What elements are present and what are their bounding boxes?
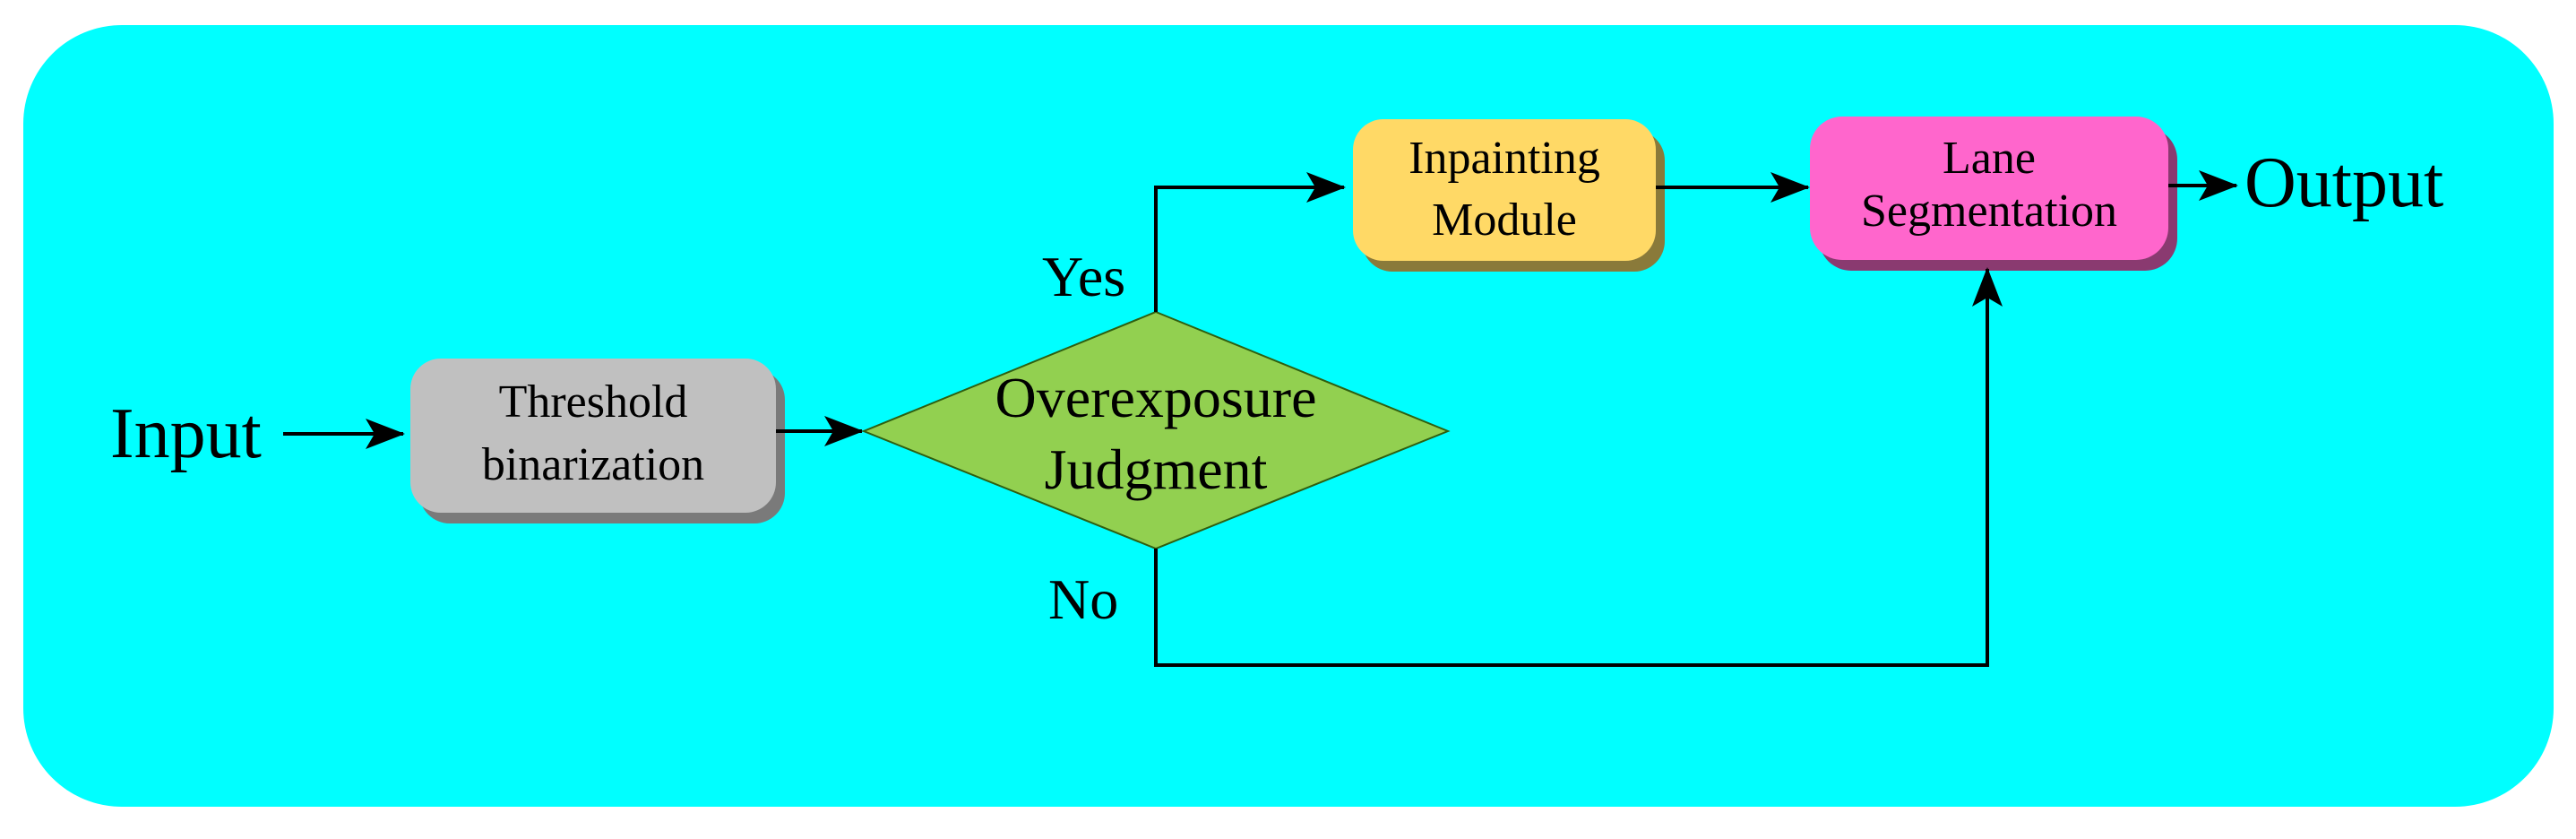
arrow-yes-to-inpainting	[1154, 172, 1346, 312]
output-label: Output	[2244, 143, 2443, 222]
lane-box	[1810, 117, 2168, 260]
threshold-label-line2: binarization	[482, 439, 704, 490]
inpainting-label-line1: Inpainting	[1409, 133, 1600, 184]
threshold-binarization-node: Threshold binarization	[410, 359, 785, 523]
arrow-no-to-lane	[1154, 267, 2003, 667]
decision-label-line1: Overexposure	[995, 366, 1317, 429]
lane-segmentation-node: Lane Segmentation	[1810, 117, 2177, 271]
input-label: Input	[110, 394, 262, 473]
no-branch-label: No	[1048, 567, 1118, 631]
overexposure-judgment-node: Overexposure Judgment	[861, 310, 1451, 550]
lane-label-line1: Lane	[1943, 133, 2036, 184]
inpainting-label-line2: Module	[1432, 195, 1577, 246]
decision-label-line2: Judgment	[1045, 437, 1268, 501]
lane-label-line2: Segmentation	[1861, 186, 2117, 237]
inpainting-module-node: Inpainting Module	[1353, 119, 1665, 272]
threshold-box	[410, 359, 776, 513]
threshold-label-line1: Threshold	[499, 376, 688, 428]
inpainting-box	[1353, 119, 1656, 261]
yes-branch-label: Yes	[1042, 245, 1125, 308]
